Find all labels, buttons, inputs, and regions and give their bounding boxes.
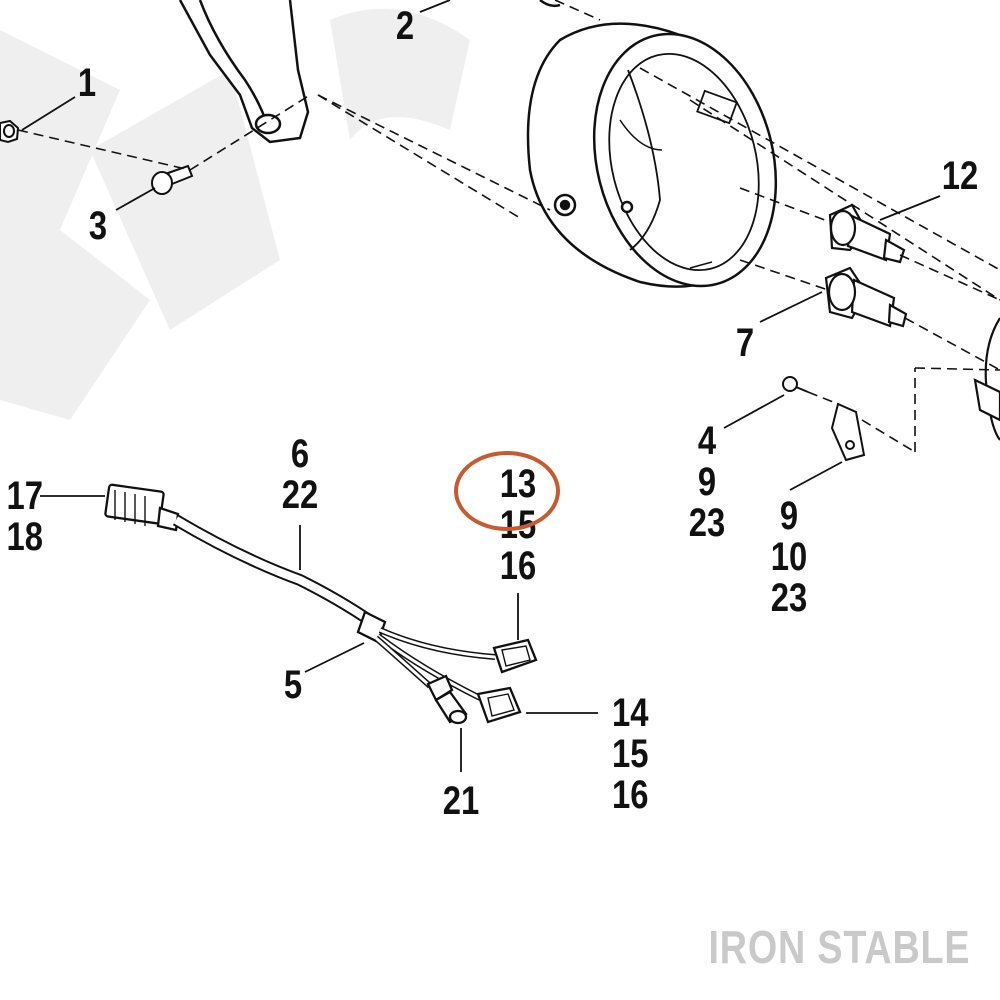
mounting-bracket [178, 0, 310, 144]
clip-part [830, 402, 866, 462]
callout-10-label: 10 [770, 535, 808, 579]
callout-16b-label: 16 [612, 773, 649, 817]
callout-5: 5 [281, 665, 306, 706]
callout-17-label: 17 [6, 474, 43, 518]
highlight-circle [454, 451, 560, 531]
callout-21-label: 21 [442, 779, 480, 823]
callout-23b-label: 23 [770, 576, 808, 620]
callout-7-label: 7 [735, 321, 755, 365]
bulb-part-upper [828, 203, 906, 264]
callout-9-10-23: 9 10 23 [767, 496, 811, 619]
brand-watermark: IRON STABLE [708, 921, 970, 973]
leader-lines [21, 0, 941, 772]
screw-part [151, 164, 194, 195]
callout-12-label: 12 [941, 154, 979, 198]
callout-3: 3 [86, 206, 111, 247]
callout-18-label: 18 [6, 515, 43, 559]
callout-3-label: 3 [88, 204, 108, 248]
assembly-lines [17, 0, 1000, 453]
callout-14-label: 14 [612, 691, 649, 735]
callout-16-label: 16 [499, 544, 537, 588]
housing-fragment-right [973, 317, 1000, 441]
callout-9-label: 9 [697, 460, 717, 504]
bulb-part-lower [824, 266, 908, 328]
callout-2: 2 [393, 6, 418, 47]
callout-23-label: 23 [688, 501, 726, 545]
callout-12: 12 [940, 156, 981, 197]
callout-22-label: 22 [281, 473, 319, 517]
callout-4-9-23: 4 9 23 [685, 421, 729, 544]
callout-15b-label: 15 [612, 732, 649, 776]
callout-6-22: 6 22 [280, 434, 321, 516]
callout-9b-label: 9 [779, 494, 799, 538]
watermark-shape [0, 8, 470, 420]
callout-2-label: 2 [395, 4, 415, 48]
callout-7: 7 [733, 323, 758, 364]
callout-1-label: 1 [77, 61, 97, 105]
callout-5-label: 5 [283, 663, 303, 707]
callout-4-label: 4 [697, 419, 717, 463]
small-screw-part [782, 376, 809, 393]
callout-6-label: 6 [290, 432, 310, 476]
wiring-harness [104, 483, 538, 725]
callout-1: 1 [75, 63, 100, 104]
callout-17-18: 17 18 [6, 474, 43, 559]
callout-21: 21 [441, 781, 482, 822]
callout-14-15-16: 14 15 16 [612, 693, 656, 816]
headlamp-shell [526, 0, 778, 288]
nut-part [0, 119, 20, 144]
